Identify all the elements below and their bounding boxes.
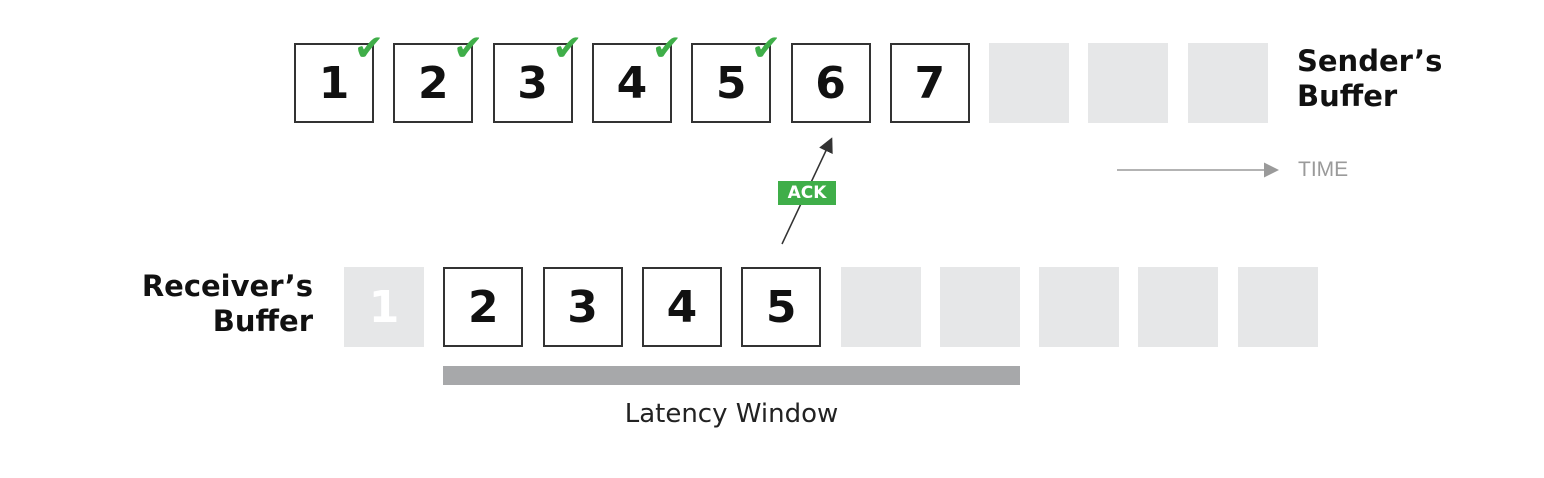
sender-slot-7: 7 xyxy=(889,43,970,123)
receiver-slot-2: 2 xyxy=(443,267,524,347)
sender-slot-9 xyxy=(1088,43,1169,123)
receiver-slot-9 xyxy=(1138,267,1219,347)
sender-label-line1: Sender’s xyxy=(1297,44,1443,78)
receiver-slot-10 xyxy=(1237,267,1318,347)
sender-slot-number: 7 xyxy=(914,57,946,109)
sender-slot-4: 4✔ xyxy=(591,31,682,123)
sender-slot-10 xyxy=(1187,43,1268,123)
sender-slot-number: 1 xyxy=(318,57,350,109)
sender-slot-2: 2✔ xyxy=(393,31,483,123)
receiver-slot-number: 2 xyxy=(467,281,499,333)
receiver-slot-number: 5 xyxy=(765,281,797,333)
checkmark-icon: ✔ xyxy=(453,28,484,69)
checkmark-icon: ✔ xyxy=(751,28,782,69)
sender-slot-number: 2 xyxy=(417,57,449,109)
sender-slot-1: 1✔ xyxy=(294,31,384,123)
checkmark-icon: ✔ xyxy=(552,28,583,69)
receiver-label-line1: Receiver’s xyxy=(141,269,313,303)
receiver-slot-5: 5 xyxy=(741,267,822,347)
receiver-slot-number: 3 xyxy=(567,281,598,333)
sender-slot-number: 5 xyxy=(715,57,747,109)
latency-window-label: Latency Window xyxy=(624,399,839,429)
receiver-slot-3: 3 xyxy=(542,267,623,347)
receiver-slot-number: 1 xyxy=(368,281,400,333)
receiver-slot-7 xyxy=(939,267,1020,347)
sender-label-line2: Buffer xyxy=(1297,79,1398,114)
checkmark-icon: ✔ xyxy=(353,28,384,69)
sender-slot-8 xyxy=(989,43,1070,123)
receiver-buffer-label: Receiver’s Buffer xyxy=(142,269,313,340)
sender-slot-number: 6 xyxy=(815,57,846,109)
latency-window-bar xyxy=(443,366,1020,385)
sender-slot-6: 6 xyxy=(790,43,871,123)
sender-slot-5: 5✔ xyxy=(691,31,781,123)
sender-buffer-label: Sender’s Buffer xyxy=(1297,44,1442,115)
receiver-slot-8 xyxy=(1039,267,1120,347)
sender-slot-3: 3✔ xyxy=(492,31,583,123)
sender-slot-number: 3 xyxy=(517,57,548,109)
time-label: TIME xyxy=(1298,158,1349,181)
receiver-slot-6 xyxy=(840,267,921,347)
receiver-slot-1: 1 xyxy=(344,267,424,347)
receiver-slot-4: 4 xyxy=(641,267,722,347)
receiver-slot-number: 4 xyxy=(666,281,698,333)
sender-slot-number: 4 xyxy=(616,57,648,109)
receiver-label-line2: Buffer xyxy=(212,304,313,339)
ack-badge: ACK xyxy=(778,181,836,205)
checkmark-icon: ✔ xyxy=(651,28,682,69)
